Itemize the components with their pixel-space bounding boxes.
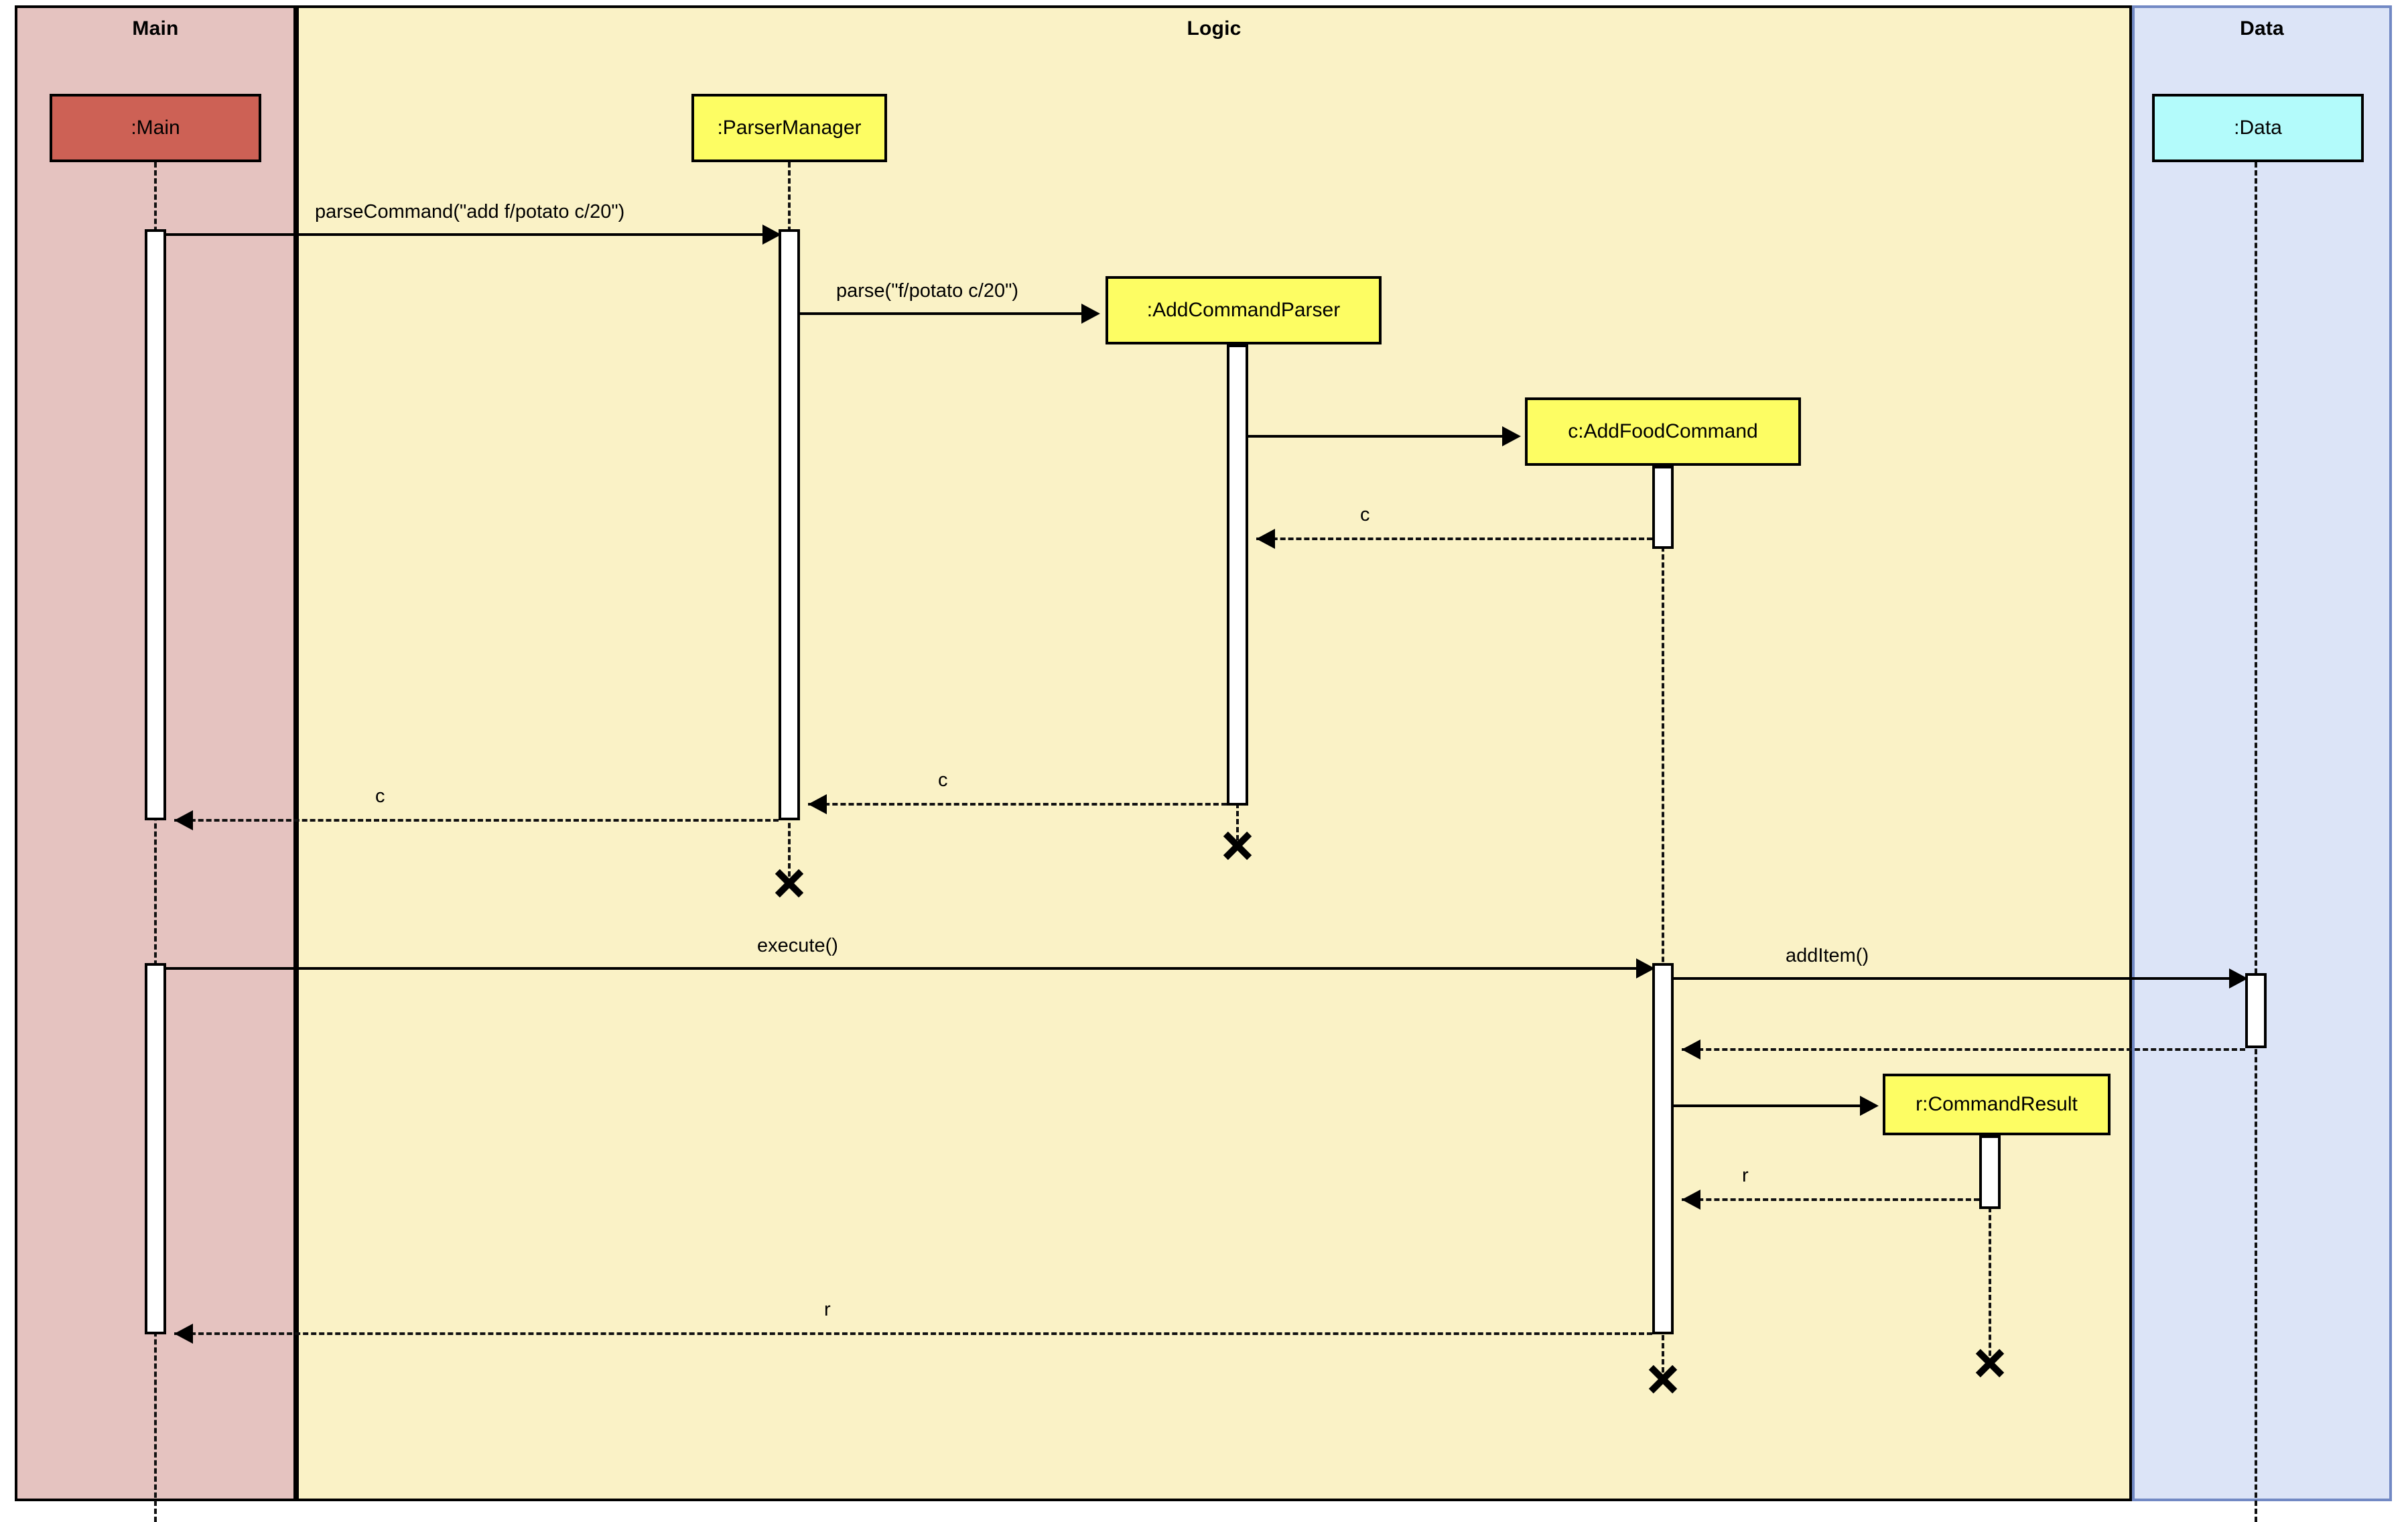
- participant-label-addfoodcommand: c:AddFoodCommand: [1568, 420, 1758, 442]
- participant-label-parsermanager: :ParserManager: [717, 117, 862, 139]
- message-line-m11-return-r-to-command: [1682, 1198, 1979, 1201]
- activation-bar-parsermanager-a1: [779, 229, 800, 820]
- participant-addcommandparser[interactable]: :AddCommandParser: [1106, 276, 1382, 344]
- destroy-parsermanager-icon: [775, 869, 804, 898]
- message-label-m8-add-item: addItem(): [1786, 945, 1869, 966]
- message-label-m2-parse: parse("f/potato c/20"): [836, 280, 1019, 302]
- participant-main[interactable]: :Main: [50, 94, 261, 162]
- lifeline-commandresult: [1989, 1135, 1991, 1364]
- message-label-m7-execute: execute(): [757, 935, 838, 956]
- message-line-m7-execute: [166, 967, 1652, 970]
- message-arrowhead-m3-create-addfoodcommand: [1502, 426, 1521, 446]
- destroy-addfoodcommand-icon: [1648, 1365, 1678, 1394]
- activation-bar-main-a2: [145, 963, 166, 1334]
- message-label-m11-return-r-to-command: r: [1742, 1165, 1749, 1186]
- message-line-m9-return-data: [1682, 1048, 2245, 1051]
- message-line-m4-return-c-to-parser: [1256, 537, 1652, 540]
- message-arrowhead-m4-return-c-to-parser: [1256, 529, 1275, 549]
- message-label-m12-return-r-to-main: r: [824, 1299, 831, 1320]
- destroy-commandresult-icon: [1975, 1348, 2005, 1378]
- message-arrowhead-m5-return-c-to-manager: [808, 794, 827, 814]
- lifeline-addfoodcommand: [1662, 466, 1664, 1381]
- message-arrowhead-m6-return-c-to-main: [174, 810, 193, 830]
- participant-data[interactable]: :Data: [2152, 94, 2364, 162]
- message-label-m5-return-c-to-manager: c: [938, 769, 948, 791]
- lifeline-data: [2255, 162, 2257, 1522]
- message-label-m6-return-c-to-main: c: [375, 785, 385, 807]
- message-line-m1-parse-command: [166, 233, 779, 236]
- message-arrowhead-m8-add-item: [2229, 968, 2248, 989]
- participant-label-main: :Main: [131, 117, 180, 139]
- participant-parsermanager[interactable]: :ParserManager: [691, 94, 887, 162]
- activation-bar-addcommandparser-a1: [1227, 344, 1248, 806]
- message-arrowhead-m12-return-r-to-main: [174, 1324, 193, 1344]
- message-label-m1-parse-command: parseCommand("add f/potato c/20"): [315, 201, 625, 223]
- message-label-m4-return-c-to-parser: c: [1360, 504, 1370, 525]
- lifeline-main: [154, 162, 157, 1522]
- activation-bar-data-a1: [2245, 973, 2267, 1048]
- message-arrowhead-m10-create-commandresult: [1860, 1096, 1879, 1116]
- message-arrowhead-m2-parse: [1081, 304, 1100, 324]
- participant-commandresult[interactable]: r:CommandResult: [1883, 1074, 2111, 1135]
- destroy-addcommandparser-icon: [1223, 831, 1252, 861]
- activation-bar-commandresult-a1: [1979, 1135, 2001, 1209]
- partition-label-data: Data: [2240, 17, 2284, 40]
- message-arrowhead-m9-return-data: [1682, 1039, 1700, 1060]
- message-arrowhead-m7-execute: [1636, 958, 1655, 978]
- participant-label-data: :Data: [2234, 117, 2282, 139]
- message-line-m10-create-commandresult: [1674, 1104, 1876, 1107]
- message-line-m2-parse: [800, 312, 1097, 315]
- participant-label-addcommandparser: :AddCommandParser: [1146, 299, 1341, 321]
- activation-bar-addfoodcommand-a1: [1652, 466, 1674, 549]
- message-line-m3-create-addfoodcommand: [1248, 435, 1518, 438]
- message-line-m8-add-item: [1674, 977, 2245, 980]
- message-arrowhead-m1-parse-command: [762, 225, 781, 245]
- message-line-m6-return-c-to-main: [174, 819, 779, 822]
- partition-logic: Logic: [296, 5, 2132, 1501]
- message-line-m5-return-c-to-manager: [808, 803, 1227, 806]
- activation-bar-main-a1: [145, 229, 166, 820]
- message-line-m12-return-r-to-main: [174, 1332, 1652, 1335]
- participant-addfoodcommand[interactable]: c:AddFoodCommand: [1525, 397, 1801, 466]
- activation-bar-addfoodcommand-a2: [1652, 963, 1674, 1334]
- partition-data: Data: [2132, 5, 2392, 1501]
- partition-label-main: Main: [132, 17, 179, 40]
- participant-label-commandresult: r:CommandResult: [1916, 1093, 2078, 1115]
- message-arrowhead-m11-return-r-to-command: [1682, 1190, 1700, 1210]
- partition-label-logic: Logic: [1187, 17, 1242, 40]
